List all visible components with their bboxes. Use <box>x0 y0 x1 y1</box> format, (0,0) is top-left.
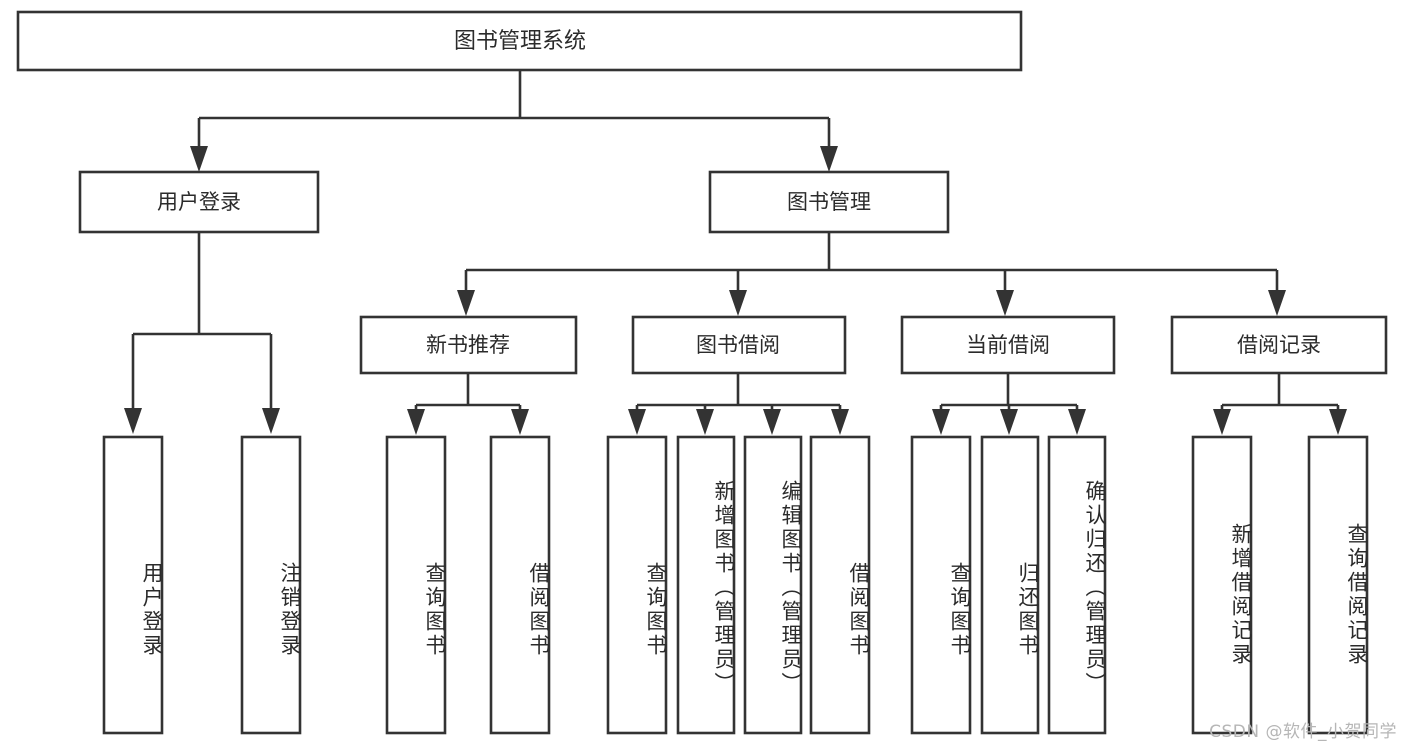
arrowhead-book-borrow <box>729 290 747 316</box>
leaf-cur-confirm-return[interactable] <box>1047 435 1107 735</box>
leaf-rec-add-record[interactable] <box>1191 435 1253 735</box>
arrowhead-new-book-rec <box>457 290 475 316</box>
csdn-watermark: CSDN @软件_小贺同学 <box>1209 722 1397 742</box>
arrowhead-leaf-rec-borrow-book <box>511 409 529 435</box>
arrowhead-leaf-rec-add-record <box>1213 409 1231 435</box>
node-book-manage-label: 图书管理 <box>787 190 871 214</box>
arrowhead-user-login <box>190 146 208 172</box>
node-new-book-rec-label: 新书推荐 <box>426 333 510 357</box>
arrowhead-leaf-rec-query-record <box>1329 409 1347 435</box>
arrowhead-leaf-cur-confirm-return <box>1068 409 1086 435</box>
arrowhead-current-borrow <box>996 290 1014 316</box>
leaf-rec-borrow-book[interactable] <box>489 435 551 735</box>
arrowhead-leaf-cur-query-book <box>932 409 950 435</box>
arrowhead-leaf-borrow-lend-book <box>831 409 849 435</box>
leaf-cur-return-book[interactable] <box>980 435 1040 735</box>
leaf-borrow-query-book[interactable] <box>606 435 668 735</box>
node-new-book-rec[interactable] <box>359 315 578 375</box>
node-root-label: 图书管理系统 <box>454 29 586 54</box>
arrowhead-leaf-borrow-query-book <box>628 409 646 435</box>
node-root[interactable] <box>16 10 1023 72</box>
leaf-rec-query-record[interactable] <box>1307 435 1369 735</box>
leaf-login-user[interactable] <box>102 435 164 735</box>
arrowhead-leaf-borrow-add-book <box>696 409 714 435</box>
arrowhead-leaf-cur-return-book <box>1000 409 1018 435</box>
leaf-borrow-lend-book[interactable] <box>809 435 871 735</box>
arrowhead-leaf-borrow-edit-book <box>763 409 781 435</box>
leaf-borrow-edit-book[interactable] <box>743 435 803 735</box>
node-user-login[interactable] <box>78 170 320 234</box>
node-book-borrow[interactable] <box>631 315 847 375</box>
leaf-logout-user[interactable] <box>240 435 302 735</box>
node-book-manage[interactable] <box>708 170 950 234</box>
arrowhead-borrow-record <box>1268 290 1286 316</box>
leaf-cur-query-book[interactable] <box>910 435 972 735</box>
node-current-borrow[interactable] <box>900 315 1116 375</box>
arrowhead-leaf-logout-user <box>262 408 280 434</box>
leaf-rec-query-book[interactable] <box>385 435 447 735</box>
arrowhead-leaf-login-user <box>124 408 142 434</box>
arrowhead-book-manage <box>820 146 838 172</box>
nodes-layer: 图书管理系统 用户登录 图书管理 新书推荐 图书借阅 当前借阅 借阅记录 <box>16 10 1388 735</box>
leaf-borrow-add-book[interactable] <box>676 435 736 735</box>
node-current-borrow-label: 当前借阅 <box>966 333 1050 357</box>
node-user-login-label: 用户登录 <box>157 190 241 214</box>
node-borrow-record[interactable] <box>1170 315 1388 375</box>
node-book-borrow-label: 图书借阅 <box>696 333 780 357</box>
arrowhead-leaf-rec-query-book <box>407 409 425 435</box>
node-borrow-record-label: 借阅记录 <box>1237 333 1321 357</box>
